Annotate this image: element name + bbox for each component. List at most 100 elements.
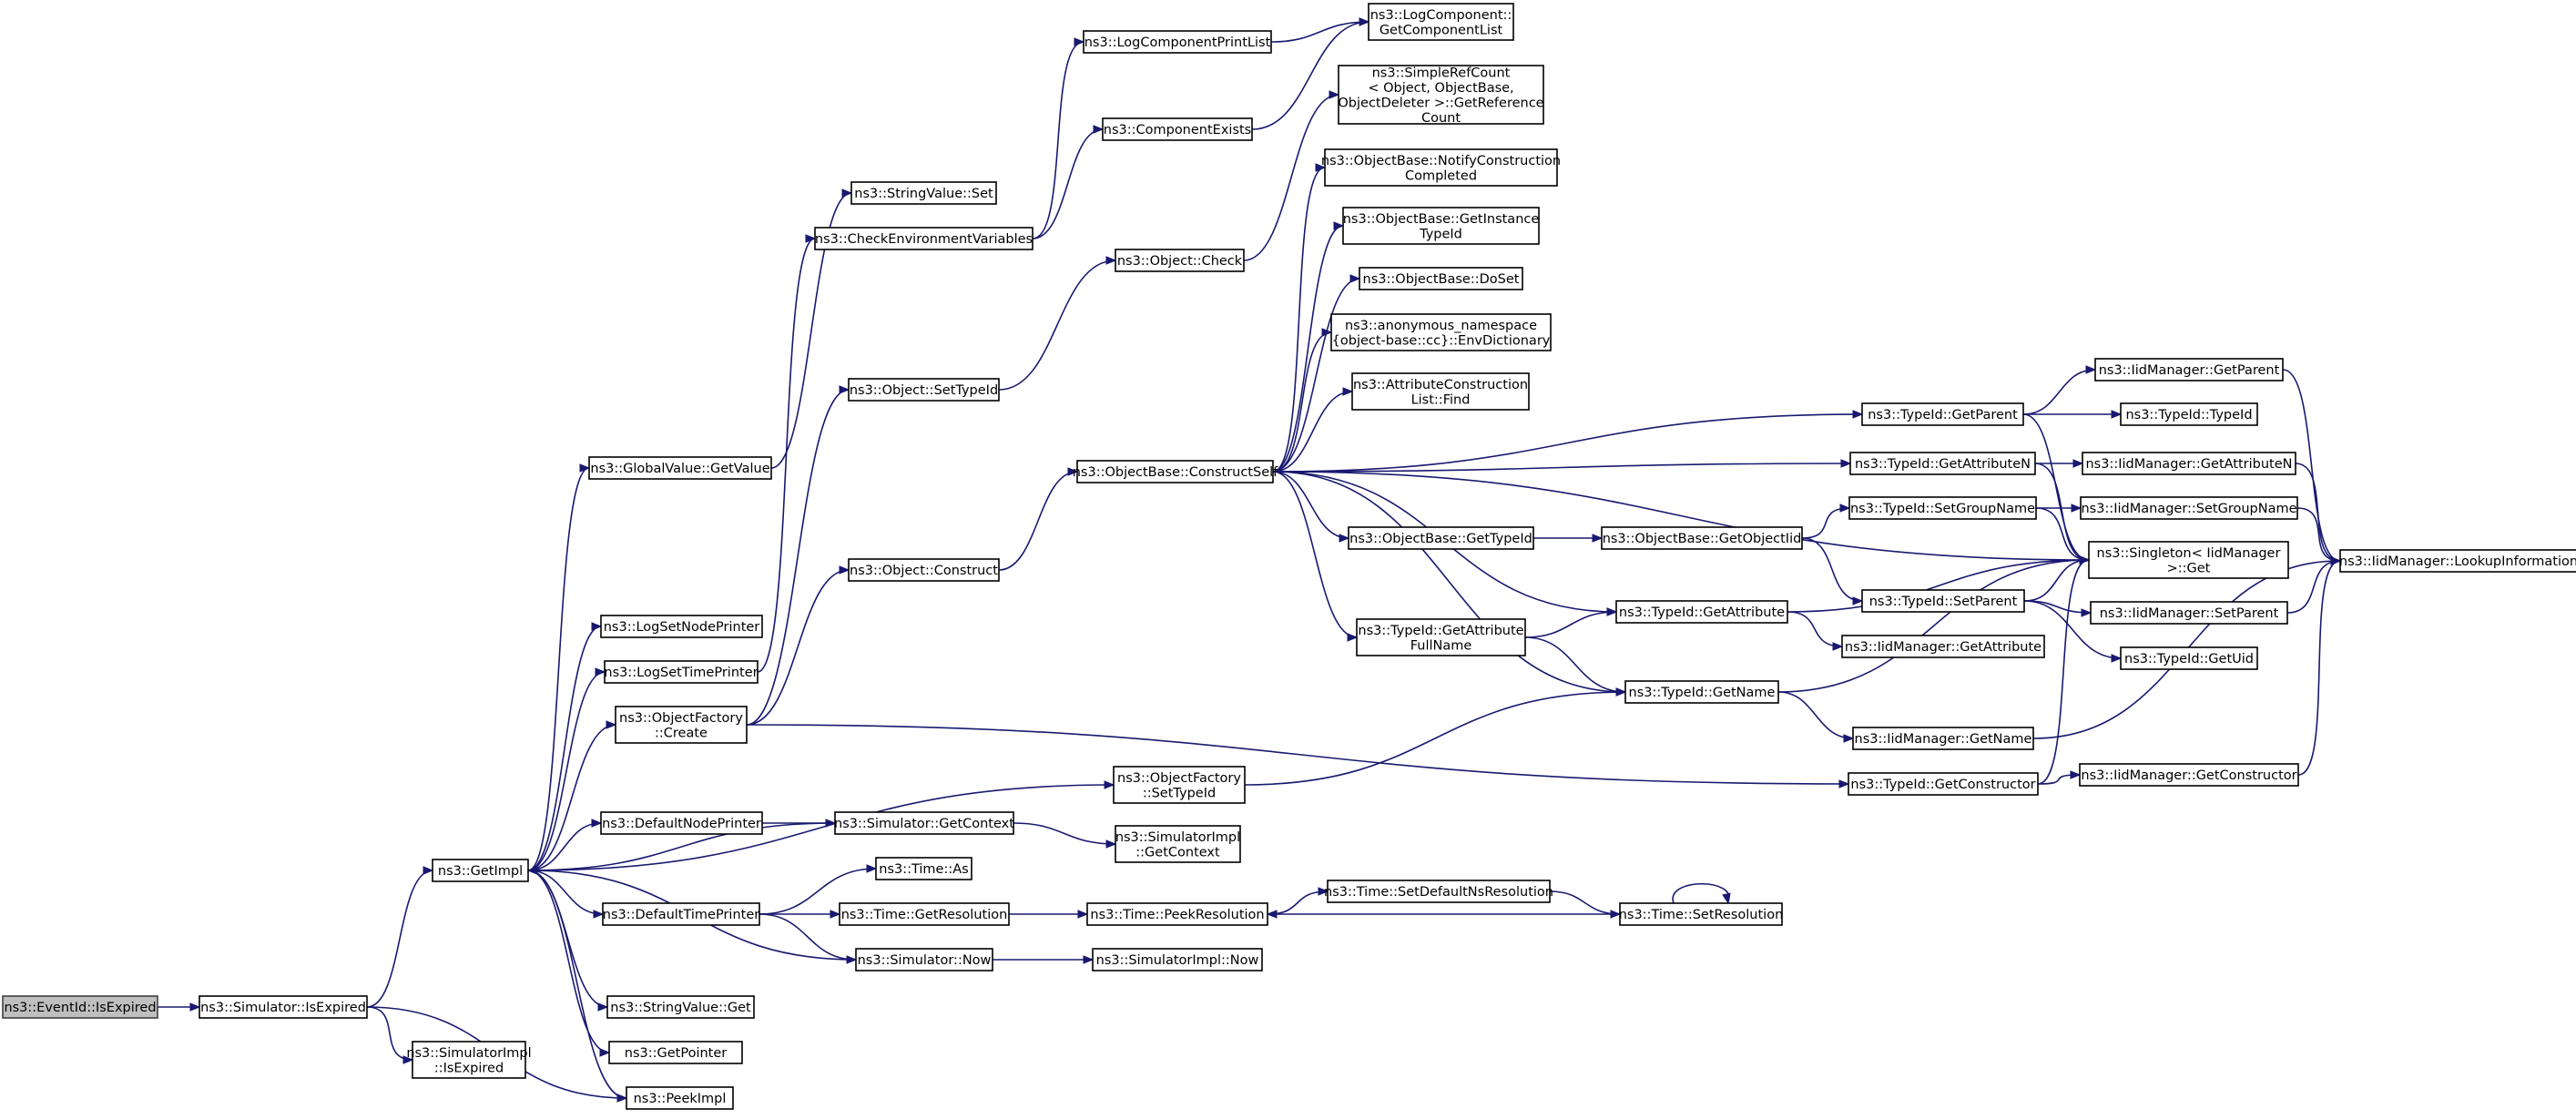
node-label: ns3::Time::PeekResolution bbox=[1090, 908, 1264, 922]
edge-line bbox=[1524, 611, 1617, 638]
node-label: ns3::TypeId::GetName bbox=[1629, 686, 1776, 700]
edge-line bbox=[1272, 471, 1626, 693]
node-event-id-is-expired[interactable]: ns3::EventId::IsExpired bbox=[2, 995, 158, 1019]
edge-object-base-construct-self-to-object-base-get-type-id bbox=[1272, 471, 1350, 543]
edge-arrowhead bbox=[839, 565, 850, 575]
node-log-component-print-list[interactable]: ns3::LogComponentPrintList bbox=[1083, 30, 1272, 54]
node-get-pointer[interactable]: ns3::GetPointer bbox=[608, 1041, 743, 1064]
node-type-id-set-group-name[interactable]: ns3::TypeId::SetGroupName bbox=[1848, 496, 2037, 520]
node-sim-impl-get-context[interactable]: ns3::SimulatorImpl::GetContext bbox=[1115, 825, 1241, 863]
node-singleton-get[interactable]: ns3::Singleton< IidManager>::Get bbox=[2088, 541, 2289, 579]
node-simple-ref-count[interactable]: ns3::SimpleRefCount< Object, ObjectBase,… bbox=[1338, 65, 1544, 126]
node-label: ns3::ObjectFactory bbox=[1117, 771, 1241, 786]
node-iid-set-parent[interactable]: ns3::IidManager::SetParent bbox=[2090, 601, 2288, 625]
node-type-id-get-attribute[interactable]: ns3::TypeId::GetAttribute bbox=[1615, 600, 1788, 624]
node-label: ns3::DefaultNodePrinter bbox=[602, 817, 761, 831]
node-string-value-set[interactable]: ns3::StringValue::Set bbox=[850, 181, 997, 205]
node-check-env-vars[interactable]: ns3::CheckEnvironmentVariables bbox=[814, 227, 1033, 250]
edge-type-id-get-constructor-to-singleton-get bbox=[2037, 555, 2091, 785]
node-log-comp-get-list[interactable]: ns3::LogComponent::GetComponentList bbox=[1368, 3, 1514, 41]
node-object-check[interactable]: ns3::Object::Check bbox=[1115, 249, 1245, 272]
node-box bbox=[604, 660, 759, 684]
node-default-node-printer[interactable]: ns3::DefaultNodePrinter bbox=[600, 811, 763, 835]
node-iid-get-attribute[interactable]: ns3::IidManager::GetAttribute bbox=[1841, 635, 2045, 658]
node-iid-get-name[interactable]: ns3::IidManager::GetName bbox=[1852, 727, 2034, 750]
node-notify-construction-completed[interactable]: ns3::ObjectBase::NotifyConstructionCompl… bbox=[1321, 148, 1561, 187]
node-object-factory-create[interactable]: ns3::ObjectFactory::Create bbox=[615, 706, 748, 744]
node-sim-impl-is-expired[interactable]: ns3::SimulatorImpl::IsExpired bbox=[406, 1041, 532, 1079]
node-peek-impl[interactable]: ns3::PeekImpl bbox=[626, 1086, 734, 1110]
node-type-id-get-uid[interactable]: ns3::TypeId::GetUid bbox=[2120, 646, 2258, 670]
edge-arrowhead bbox=[1333, 221, 1345, 230]
node-global-value-get-value[interactable]: ns3::GlobalValue::GetValue bbox=[588, 456, 772, 480]
edge-line bbox=[2295, 463, 2341, 562]
node-type-id-get-constructor[interactable]: ns3::TypeId::GetConstructor bbox=[1848, 772, 2039, 796]
node-type-id-set-parent[interactable]: ns3::TypeId::SetParent bbox=[1861, 589, 2025, 613]
edge-arrowhead bbox=[2111, 410, 2123, 419]
node-log-set-time-printer[interactable]: ns3::LogSetTimePrinter bbox=[604, 660, 759, 684]
node-type-id-type-id[interactable]: ns3::TypeId::TypeId bbox=[2120, 402, 2258, 426]
node-object-base-get-type-id[interactable]: ns3::ObjectBase::GetTypeId bbox=[1348, 526, 1534, 550]
node-label: ns3::TypeId::GetAttribute bbox=[1619, 605, 1785, 620]
node-label: ns3::ObjectBase::ConstructSelf bbox=[1073, 465, 1278, 480]
edge-arrowhead bbox=[1349, 274, 1361, 283]
node-label: ns3::GlobalValue::GetValue bbox=[590, 462, 769, 476]
edge-line bbox=[2022, 369, 2096, 415]
node-time-set-default-ns-res[interactable]: ns3::Time::SetDefaultNsResolution bbox=[1324, 880, 1553, 903]
node-simulator-now[interactable]: ns3::Simulator::Now bbox=[855, 948, 993, 971]
node-get-impl[interactable]: ns3::GetImpl bbox=[432, 859, 529, 882]
node-object-base-get-object-iid[interactable]: ns3::ObjectBase::GetObjectIid bbox=[1601, 526, 1803, 550]
node-default-time-printer[interactable]: ns3::DefaultTimePrinter bbox=[602, 902, 760, 926]
node-iid-get-attribute-n[interactable]: ns3::IidManager::GetAttributeN bbox=[2082, 452, 2296, 475]
node-object-base-do-set[interactable]: ns3::ObjectBase::DoSet bbox=[1359, 267, 1523, 290]
node-sim-impl-now[interactable]: ns3::SimulatorImpl::Now bbox=[1092, 948, 1263, 971]
node-sim-is-expired[interactable]: ns3::Simulator::IsExpired bbox=[199, 995, 368, 1019]
edge-sim-is-expired-to-sim-impl-is-expired bbox=[366, 1006, 414, 1064]
node-env-dictionary[interactable]: ns3::anonymous_namespace{object-base::cc… bbox=[1330, 313, 1552, 351]
edge-arrowhead bbox=[866, 864, 878, 873]
node-box bbox=[432, 859, 529, 882]
edge-arrowhead bbox=[1342, 387, 1354, 396]
node-time-peek-resolution[interactable]: ns3::Time::PeekResolution bbox=[1086, 902, 1268, 926]
edge-log-component-print-list-to-log-comp-get-list bbox=[1270, 17, 1370, 43]
edge-arrowhead bbox=[1832, 642, 1844, 651]
edge-line bbox=[1267, 890, 1329, 915]
node-label: TypeId bbox=[1419, 227, 1462, 241]
node-time-as[interactable]: ns3::Time::As bbox=[875, 857, 972, 880]
node-object-construct[interactable]: ns3::Object::Construct bbox=[848, 558, 1000, 582]
node-label: ns3::TypeId::GetParent bbox=[1868, 408, 2018, 422]
edge-line bbox=[1013, 822, 1116, 845]
node-label: ns3::IidManager::SetGroupName bbox=[2081, 502, 2296, 516]
node-iid-lookup-information[interactable]: ns3::IidManager::LookupInformation bbox=[2339, 549, 2576, 573]
node-iid-get-parent[interactable]: ns3::IidManager::GetParent bbox=[2094, 358, 2284, 381]
edge-arrowhead bbox=[1838, 779, 1850, 788]
node-object-factory-set-type-id[interactable]: ns3::ObjectFactory::SetTypeId bbox=[1113, 766, 1246, 804]
node-box bbox=[626, 1086, 734, 1110]
node-time-set-resolution[interactable]: ns3::Time::SetResolution bbox=[1619, 902, 1784, 926]
node-iid-get-constructor[interactable]: ns3::IidManager::GetConstructor bbox=[2079, 763, 2299, 787]
edge-arrowhead bbox=[402, 1055, 414, 1064]
node-object-set-type-id[interactable]: ns3::Object::SetTypeId bbox=[848, 378, 1000, 402]
node-label: ns3::Object::SetTypeId bbox=[850, 383, 998, 398]
edge-layer bbox=[158, 17, 2342, 1103]
edge-line bbox=[527, 870, 608, 1008]
node-type-id-get-parent[interactable]: ns3::TypeId::GetParent bbox=[1861, 402, 2024, 426]
node-log-set-node-printer[interactable]: ns3::LogSetNodePrinter bbox=[600, 615, 763, 638]
node-component-exists[interactable]: ns3::ComponentExists bbox=[1102, 117, 1253, 141]
node-object-base-construct-self[interactable]: ns3::ObjectBase::ConstructSelf bbox=[1073, 460, 1278, 483]
edge-arrowhead bbox=[2070, 770, 2082, 779]
node-label: ns3::TypeId::GetUid bbox=[2124, 652, 2254, 666]
node-iid-set-group-name[interactable]: ns3::IidManager::SetGroupName bbox=[2080, 496, 2298, 520]
node-box bbox=[1861, 589, 2025, 613]
node-label: ns3::IidManager::LookupInformation bbox=[2339, 554, 2576, 569]
edge-simulator-get-context-to-sim-impl-get-context bbox=[1013, 822, 1117, 849]
node-string-value-get[interactable]: ns3::StringValue::Get bbox=[606, 995, 755, 1019]
node-type-id-get-attribute-n[interactable]: ns3::TypeId::GetAttributeN bbox=[1849, 452, 2036, 475]
node-type-id-get-name[interactable]: ns3::TypeId::GetName bbox=[1624, 680, 1779, 704]
node-box bbox=[1848, 496, 2037, 520]
node-simulator-get-context[interactable]: ns3::Simulator::GetContext bbox=[834, 811, 1014, 835]
node-time-get-resolution[interactable]: ns3::Time::GetResolution bbox=[839, 902, 1010, 926]
